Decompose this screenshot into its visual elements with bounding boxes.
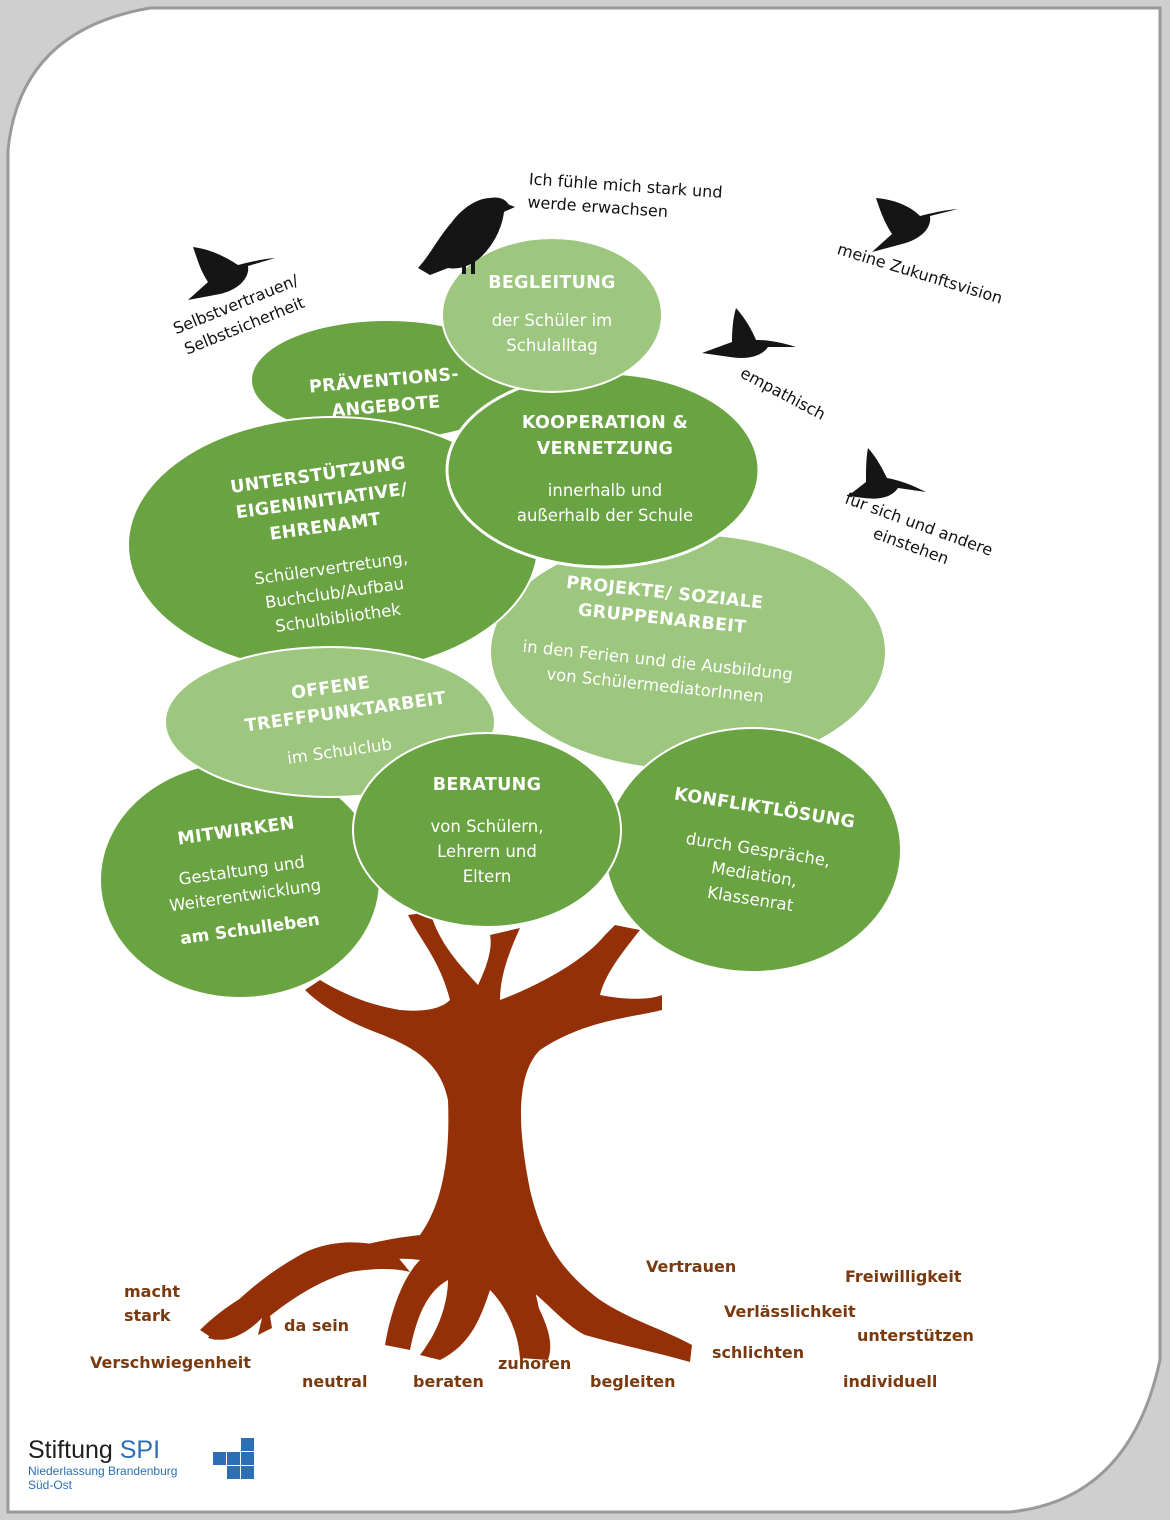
blob-title: KOOPERATION & VERNETZUNG: [521, 413, 689, 459]
root-word-freiwilligkeit: Freiwilligkeit: [845, 1267, 962, 1286]
hummingbird-icon: [702, 308, 796, 358]
root-word-da-sein: da sein: [284, 1316, 350, 1335]
root-word-verlaesslichkeit: Verlässlichkeit: [724, 1302, 856, 1321]
root-word-vertrauen: Vertrauen: [646, 1257, 737, 1276]
hummingbird-icon: [188, 247, 275, 300]
hummingbird-icon: [872, 198, 958, 252]
root-word-begleiten: begleiten: [590, 1372, 676, 1391]
root-word-unterstuetzen: unterstützen: [857, 1326, 974, 1345]
root-word-macht-stark: macht stark: [124, 1282, 180, 1325]
blob-kooperation-label: KOOPERATION & VERNETZUNG innerhalb und a…: [505, 410, 705, 528]
blob-text: innerhalb und außerhalb der Schule: [516, 481, 694, 525]
root-word-zuhoeren: zuhören: [498, 1354, 572, 1373]
logo-subtitle: Niederlassung Brandenburg: [28, 1464, 178, 1478]
logo-subtitle-region: Süd-Ost: [28, 1478, 73, 1492]
logo-name: Stiftung SPI: [28, 1436, 177, 1464]
blob-text: von Schülern, Lehrern und Eltern: [430, 817, 544, 886]
blob-begleitung: [441, 237, 663, 393]
blob-beratung: [352, 732, 622, 928]
blob-title: BERATUNG: [432, 775, 542, 795]
blob-text: der Schüler im Schulalltag: [491, 311, 613, 355]
blob-title: BEGLEITUNG: [488, 273, 616, 293]
root-word-neutral: neutral: [302, 1372, 368, 1391]
blob-shapes: [99, 237, 902, 999]
root-word-schlichten: schlichten: [712, 1343, 805, 1362]
logo-name-main: Stiftung: [28, 1436, 113, 1464]
blob-mitwirken-label: MITWIRKEN Gestaltung und Weiterentwicklu…: [140, 805, 345, 954]
blob-begleitung-label: BEGLEITUNG der Schüler im Schulalltag: [482, 270, 622, 358]
blob-beratung-label: BERATUNG von Schülern, Lehrern und Elter…: [407, 772, 567, 889]
perched-bird-icon: [418, 197, 515, 275]
root-word-individuell: individuell: [843, 1372, 938, 1391]
root-word-beraten: beraten: [413, 1372, 484, 1391]
logo-name-accent: SPI: [119, 1436, 161, 1464]
blob-unterstuetzung-label: UNTERSTÜTZUNG EIGENINITIATIVE/ EHRENAMT …: [212, 448, 443, 645]
root-word-verschwiegenheit: Verschwiegenheit: [90, 1353, 251, 1372]
hummingbird-icon: [848, 448, 926, 499]
logo: Stiftung SPI Niederlassung Brandenburg S…: [28, 1436, 177, 1492]
logo-mark-icon: [213, 1438, 254, 1479]
tree-trunk: [200, 912, 692, 1362]
